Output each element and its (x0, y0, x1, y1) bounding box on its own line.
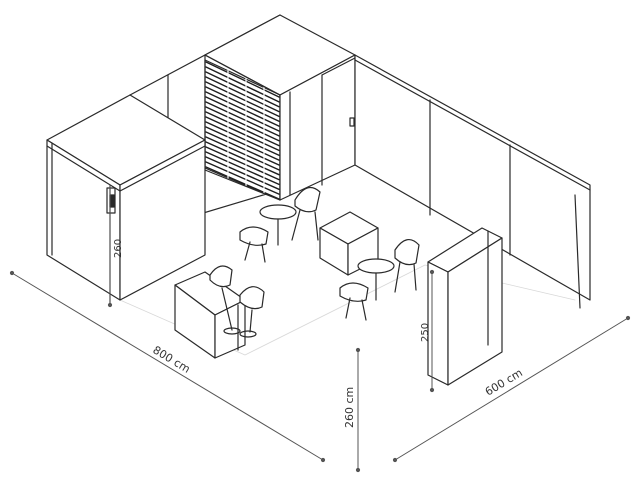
slat (205, 101, 280, 137)
dimension-lines (9, 184, 631, 473)
left-booth-cube (46, 94, 206, 306)
slat (205, 141, 280, 176)
round-table-back (239, 186, 321, 263)
slat (205, 76, 280, 113)
slat (205, 136, 280, 171)
slat (205, 151, 280, 186)
slat (205, 156, 280, 191)
slat (205, 71, 280, 108)
round-table-front (339, 239, 420, 321)
slatted-wall-panel (204, 59, 281, 201)
slat (205, 131, 280, 166)
slat (205, 86, 280, 123)
slat (205, 81, 280, 118)
slat (205, 161, 280, 195)
slat (205, 66, 280, 103)
slat (205, 91, 280, 127)
storage-tower (427, 227, 503, 386)
reception-counter (174, 271, 246, 359)
slat (205, 146, 280, 181)
slat (205, 96, 280, 132)
slat (205, 106, 280, 142)
slat (205, 126, 280, 161)
slat (205, 121, 280, 157)
slat (205, 111, 280, 147)
back-wall-right (354, 54, 591, 309)
slat (205, 116, 280, 152)
slat (205, 61, 280, 98)
booth-height-label: 260 (113, 239, 124, 258)
height-dimension-label: 260 cm (343, 387, 356, 428)
slat (205, 166, 280, 200)
tower-height-label: 250 (420, 323, 431, 342)
bar-stools (209, 265, 265, 338)
